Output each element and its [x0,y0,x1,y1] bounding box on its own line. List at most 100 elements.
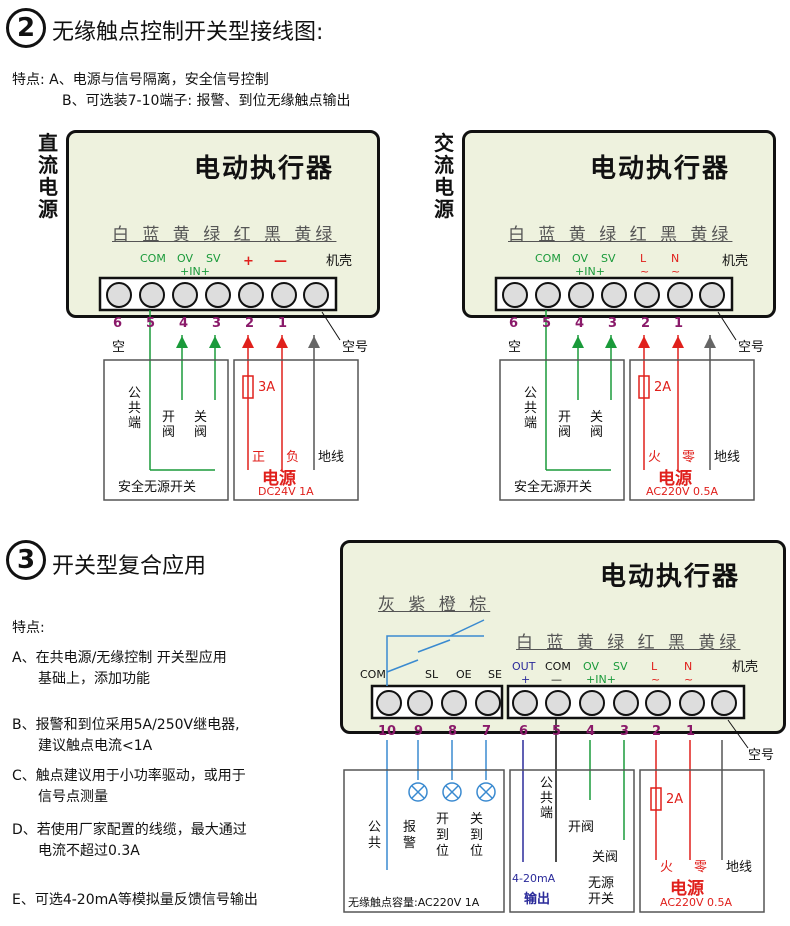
dc-num-1: 1 [278,316,288,331]
comp-live-label: 火 [660,860,674,875]
comp-num-2: 2 [652,724,662,739]
dc-num-5: 5 [146,316,156,331]
ac-switch-box [499,359,625,501]
comp-term-n: N [684,660,693,673]
comp-ground-label: 地线 [726,860,753,875]
ac-fuse [638,375,650,399]
comp-term-l-tilde: ~ [651,673,661,686]
dc-power-label: 电源 [262,469,296,489]
comp-analog-box [509,769,635,913]
comp-relay-oe [417,639,451,653]
comp-num-9: 9 [414,724,424,739]
dc-empty-no-label: 空号 [342,340,369,355]
comp-num-3: 3 [620,724,630,739]
ac-power-spec: AC220V 0.5A [646,485,719,498]
comp-term-oe: OE [456,668,472,681]
ac-term-ov: OV [572,252,588,265]
dc-neg-label: 负 [286,450,300,465]
ac-arrow-gnd [704,336,716,348]
ac-num-5: 5 [542,316,552,331]
section3-features-title: 特点: [12,620,45,636]
comp-term-l: L [651,660,658,673]
ac-common-label: 公共端 [524,386,538,431]
comp-passive-switch: 无源开关 [588,876,615,907]
section3-feature-e: E、可选4-20mA等模拟量反馈信号输出 [12,892,258,908]
dc-arrow-pos [242,336,254,348]
ac-term-sv: SV [601,252,616,265]
section3-feature-c2: 信号点测量 [38,789,108,805]
comp-num-5: 5 [552,724,562,739]
dc-ground-label: 地线 [318,450,345,465]
ac-term-l-tilde: ~ [640,265,650,278]
comp-relay-common: 公共 [368,820,382,851]
comp-power-label: 电源 [670,879,704,899]
section3-title: 开关型复合应用 [52,554,207,579]
dc-open-label: 开阀 [162,410,176,440]
comp-term-com2-minus: — [551,673,562,686]
composite-wire-colors-left: 灰 紫 橙 棕 [378,595,491,615]
comp-term-com: COM [360,668,386,681]
composite-box-title: 电动执行器 [600,562,741,592]
ac-fuse-label: 2A [654,380,672,395]
comp-term-in: +IN+ [586,673,616,686]
dc-wire-colors: 白 蓝 黄 绿 红 黑 黄绿 [112,225,337,245]
ac-arrow-sv [605,336,617,348]
comp-term-se: SE [488,668,502,681]
dc-num-4: 4 [179,316,189,331]
comp-num-6: 6 [519,724,529,739]
comp-close-label: 关阀 [592,850,619,865]
ac-side-label: 交流电源 [434,131,454,221]
ac-term-chassis: 机壳 [722,254,749,269]
comp-relay-se [449,619,485,637]
dc-fuse-label: 3A [258,380,276,395]
dc-arrow-gnd [308,336,320,348]
comp-analog-out: 4-20mA [512,872,556,885]
dc-power-spec: DC24V 1A [258,485,314,498]
composite-wire-colors-right: 白 蓝 黄 绿 红 黑 黄绿 [516,633,741,653]
comp-relay-common-bus [386,635,484,686]
dc-term-sv: SV [206,252,221,265]
ac-empty-no-label: 空号 [738,340,765,355]
dc-arrow-ov [176,336,188,348]
ac-close-label: 关阀 [590,410,604,440]
dc-side-label: 直流电源 [38,131,58,221]
comp-common-label: 公共端 [540,776,554,821]
comp-analog-label: 输出 [524,892,551,907]
dc-box-title: 电动执行器 [194,154,335,184]
comp-term-chassis: 机壳 [732,660,759,675]
comp-term-n-tilde: ~ [684,673,694,686]
ac-ground-label: 地线 [714,450,741,465]
comp-lamps [408,782,496,802]
comp-open-label: 开阀 [568,820,595,835]
dc-switch-caption: 安全无源开关 [118,480,197,495]
comp-relay-caption: 无缘触点容量:AC220V 1A [348,896,480,909]
dc-arrow-sv [209,336,221,348]
ac-term-l: L [640,252,647,265]
ac-num-1: 1 [674,316,684,331]
ac-power-label: 电源 [658,469,692,489]
section3-feature-b1: B、报警和到位采用5A/250V继电器, [12,717,240,733]
comp-term-com2: COM [545,660,571,673]
dc-num-6: 6 [113,316,123,331]
comp-num-1: 1 [686,724,696,739]
dc-term-plus: + [243,254,254,269]
dc-switch-box [103,359,229,501]
ac-arrow-n [672,336,684,348]
comp-relay-box [343,769,505,913]
ac-empty-label: 空 [508,340,522,355]
dc-common-label: 公共端 [128,386,142,431]
dc-empty-leader [321,311,341,341]
comp-term-ov: OV [583,660,599,673]
dc-term-com: COM [140,252,166,265]
ac-box-title: 电动执行器 [590,154,731,184]
ac-term-in: +IN+ [575,265,605,278]
dc-close-label: 关阀 [194,410,208,440]
comp-relay-open: 开到位 [436,812,450,859]
comp-relay-close: 关到位 [470,812,484,859]
dc-power-box [233,359,359,501]
ac-num-2: 2 [641,316,651,331]
comp-empty-leader [727,719,749,749]
ac-term-n: N [671,252,680,265]
dc-empty-label: 空 [112,340,126,355]
